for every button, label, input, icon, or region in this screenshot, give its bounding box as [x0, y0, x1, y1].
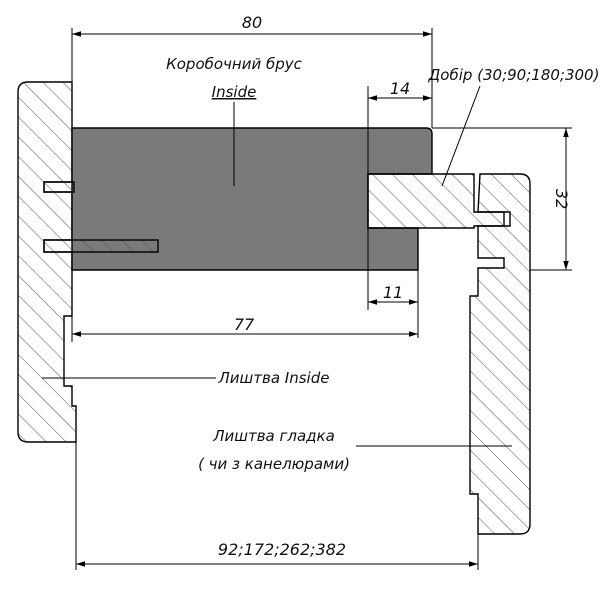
dim-groove-width: 11	[383, 283, 403, 302]
dim-top-width: 80	[242, 13, 262, 32]
label-frame-beam-model: Inside	[212, 83, 257, 101]
dim-extension-width: 14	[390, 79, 410, 98]
label-casing-smooth: Лиштва гладка	[212, 427, 335, 445]
label-frame-beam: Коробочний брус	[166, 55, 303, 73]
dim-lower-width: 77	[234, 315, 255, 334]
label-casing-smooth-note: ( чи з канелюрами)	[198, 455, 350, 473]
dim-height: 32	[552, 189, 571, 209]
label-extension-board: Добір (30;90;180;300)	[428, 66, 600, 84]
label-casing-inside: Лиштва Inside	[218, 369, 330, 387]
casing-tongue-lower	[43, 239, 159, 253]
casing-smooth-profile	[469, 173, 531, 535]
casing-tongue-upper	[43, 181, 75, 193]
dim-total-width: 92;172;262;382	[218, 540, 346, 559]
casing-inside-profile	[17, 81, 77, 443]
